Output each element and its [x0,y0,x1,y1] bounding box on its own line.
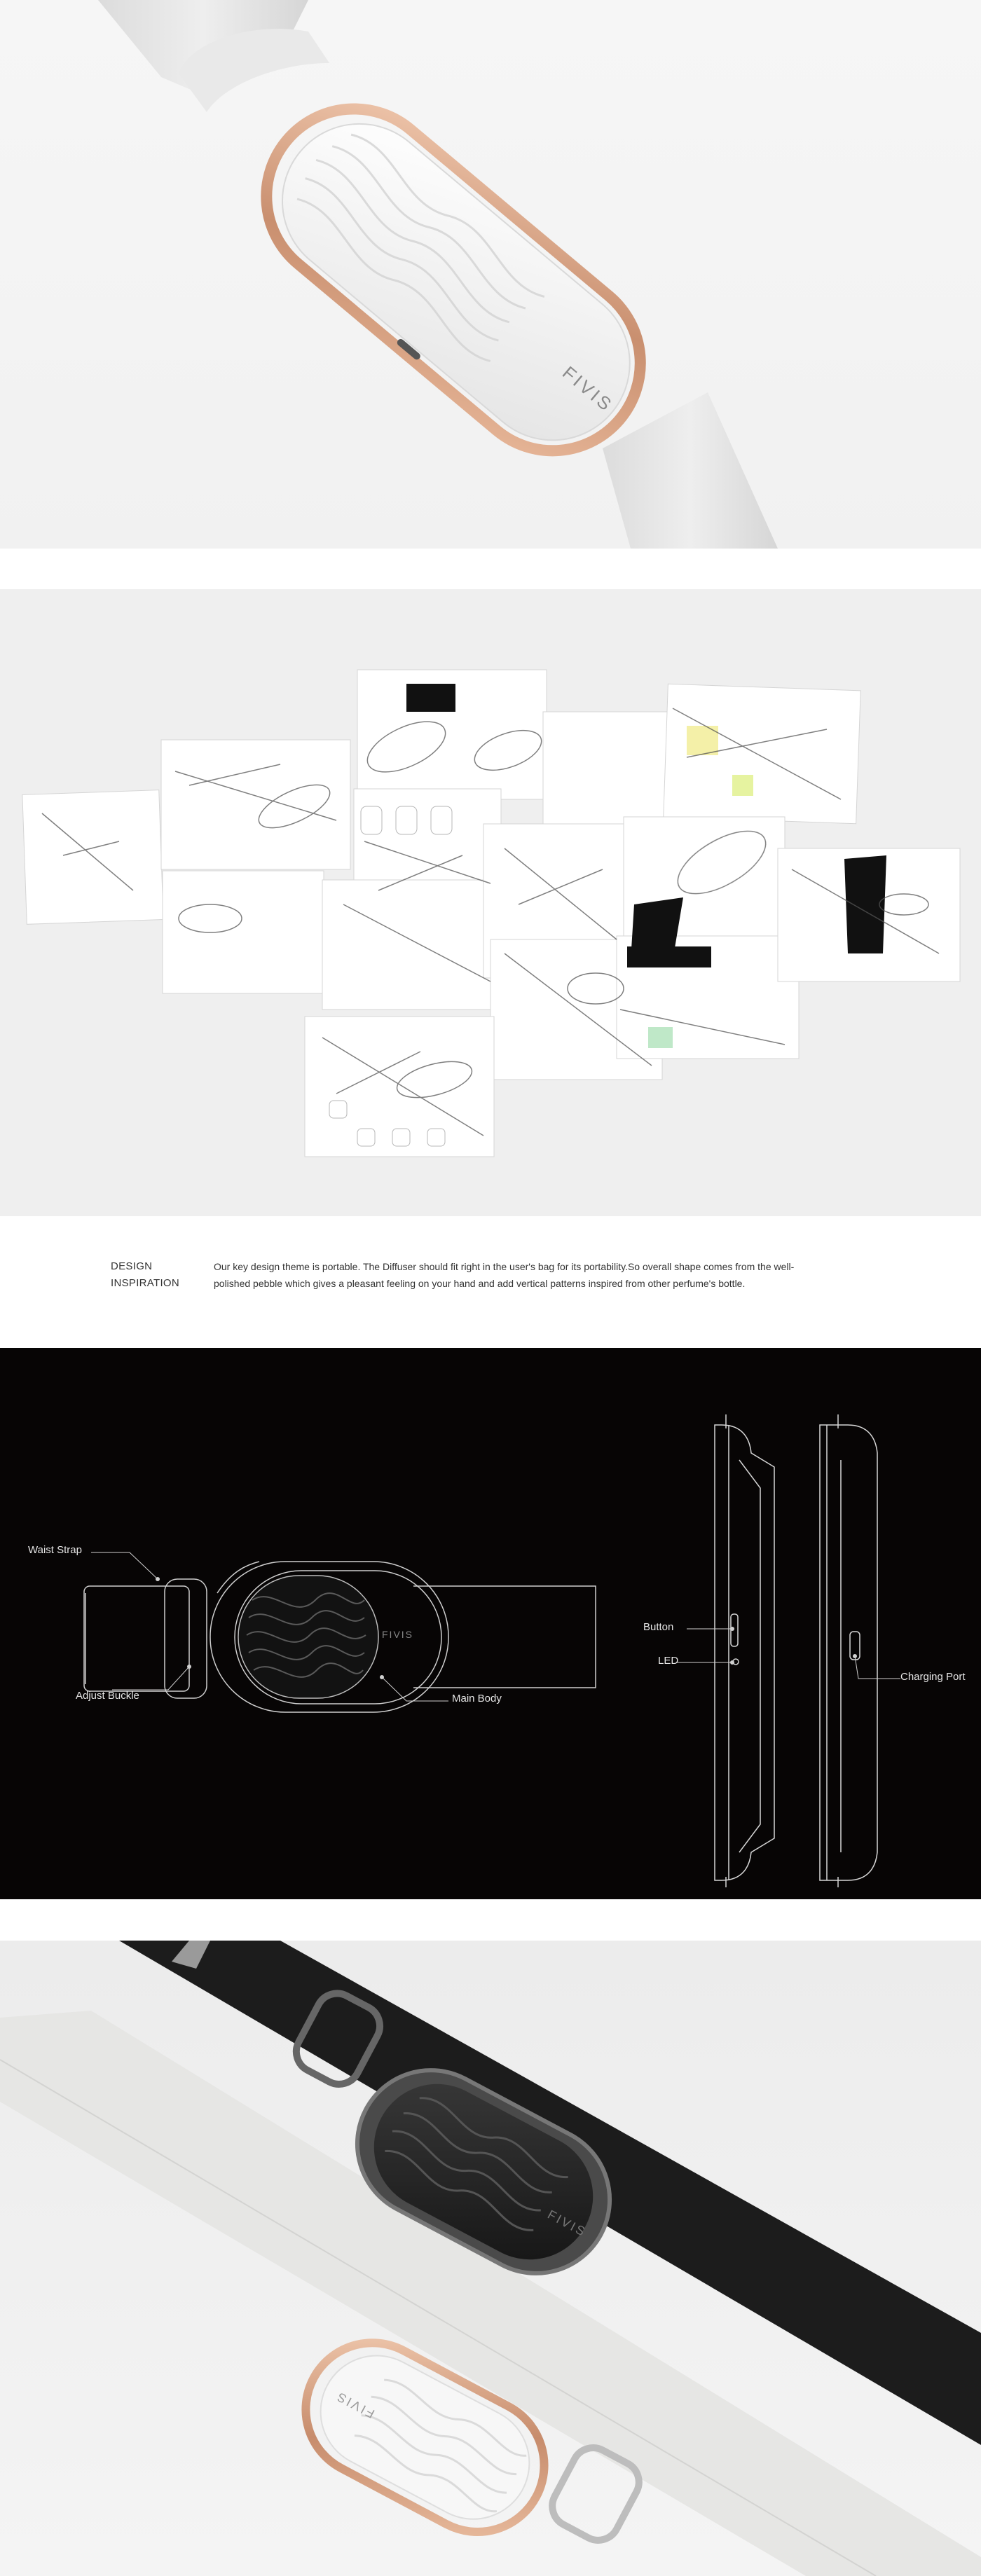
callout-waist-strap: Waist Strap [28,1544,82,1556]
design-inspiration-section: DESIGN INSPIRATION Our key design theme … [0,1216,981,1348]
sketch-collage [0,589,981,1216]
two-devices-illustration: FIVIS FIVIS [0,1941,981,2576]
sketch-papers-illustration [22,669,961,1157]
anatomy-line-drawing: FIVIS [83,1414,900,1887]
hero-device-illustration: FIVIS [98,0,778,549]
callout-button: Button [643,1621,674,1633]
lifestyle-product-image: FIVIS FIVIS [0,1941,981,2576]
hero-product-image: FIVIS [0,0,981,549]
callout-led: LED [658,1655,679,1667]
callout-main-body: Main Body [452,1693,502,1704]
diagram-brand-mark: FIVIS [382,1629,413,1640]
heading-line-1: DESIGN [111,1260,153,1272]
product-anatomy-diagram: FIVIS [0,1348,981,1899]
design-inspiration-body: Our key design theme is portable. The Di… [214,1261,795,1289]
heading-line-2: INSPIRATION [111,1277,180,1289]
design-inspiration-heading: DESIGN INSPIRATION [111,1258,179,1292]
callout-charging-port: Charging Port [900,1671,966,1683]
callout-adjust-buckle: Adjust Buckle [76,1690,139,1702]
